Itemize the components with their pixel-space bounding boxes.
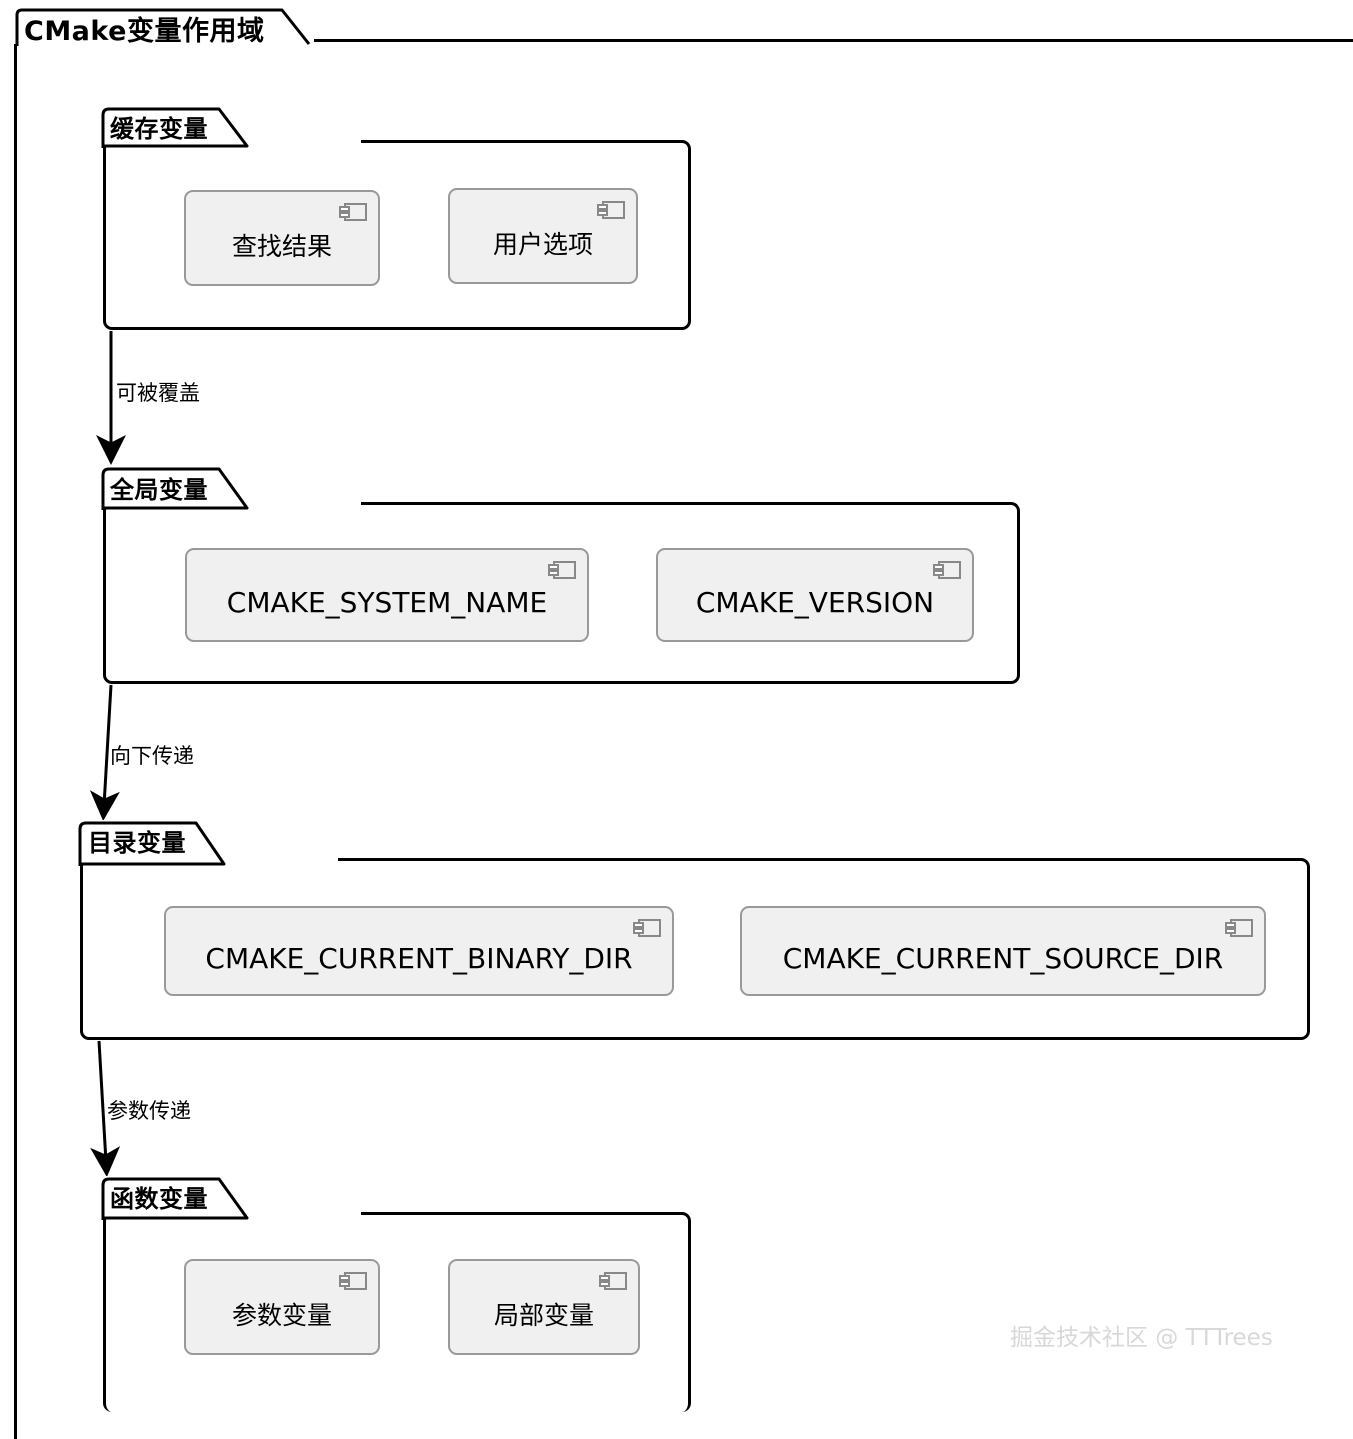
package-tab-function xyxy=(101,1176,361,1220)
package-tab-outer xyxy=(14,8,314,46)
component-label: CMAKE_CURRENT_BINARY_DIR xyxy=(205,941,633,975)
uml-component-icon xyxy=(1225,919,1253,937)
arrow-label-global-to-directory: 向下传递 xyxy=(110,744,194,768)
component-box[interactable]: 查找结果 xyxy=(184,190,380,286)
uml-component-icon xyxy=(339,1272,367,1290)
arrow-label-directory-to-function: 参数传递 xyxy=(107,1099,191,1123)
package-tab-cache xyxy=(101,106,361,148)
package-title-directory: 目录变量 xyxy=(88,829,186,857)
uml-component-icon xyxy=(597,201,625,219)
uml-component-icon xyxy=(633,919,661,937)
diagram-canvas: CMake变量作用域 缓存变量 查找结果 用户选项 xyxy=(14,8,1353,1439)
package-tab-shape-function xyxy=(101,1177,249,1220)
package-tab-global xyxy=(101,466,361,510)
watermark: 掘金技术社区 @ TTTrees xyxy=(1010,1325,1273,1351)
component-label: 参数变量 xyxy=(231,1301,332,1330)
component-box[interactable]: CMAKE_SYSTEM_NAME xyxy=(185,548,589,642)
package-title-cache: 缓存变量 xyxy=(110,115,208,143)
package-title-global: 全局变量 xyxy=(110,476,208,504)
uml-component-icon xyxy=(339,203,367,221)
component-box[interactable]: 参数变量 xyxy=(184,1259,380,1355)
package-tab-shape-cache xyxy=(101,107,249,148)
package-tab-shape-directory xyxy=(78,821,226,866)
component-box[interactable]: CMAKE_CURRENT_BINARY_DIR xyxy=(164,906,674,996)
component-box[interactable]: 局部变量 xyxy=(448,1259,640,1355)
uml-component-icon xyxy=(548,561,576,579)
package-title-function: 函数变量 xyxy=(110,1185,208,1213)
package-tab-shape-global xyxy=(101,467,249,510)
package-title-outer: CMake变量作用域 xyxy=(24,16,265,47)
component-label: 查找结果 xyxy=(231,232,332,261)
component-label: 局部变量 xyxy=(493,1301,594,1330)
component-box[interactable]: CMAKE_CURRENT_SOURCE_DIR xyxy=(740,906,1266,996)
component-label: CMAKE_CURRENT_SOURCE_DIR xyxy=(782,941,1224,975)
uml-component-icon xyxy=(933,561,961,579)
package-tab-directory xyxy=(78,820,338,866)
component-box[interactable]: 用户选项 xyxy=(448,188,638,284)
component-label: CMAKE_VERSION xyxy=(695,585,935,619)
component-label: 用户选项 xyxy=(492,230,593,259)
arrow-label-cache-to-global: 可被覆盖 xyxy=(116,381,200,405)
uml-component-icon xyxy=(599,1272,627,1290)
component-box[interactable]: CMAKE_VERSION xyxy=(656,548,974,642)
package-tab-shape-outer xyxy=(15,8,311,46)
component-label: CMAKE_SYSTEM_NAME xyxy=(226,585,548,619)
